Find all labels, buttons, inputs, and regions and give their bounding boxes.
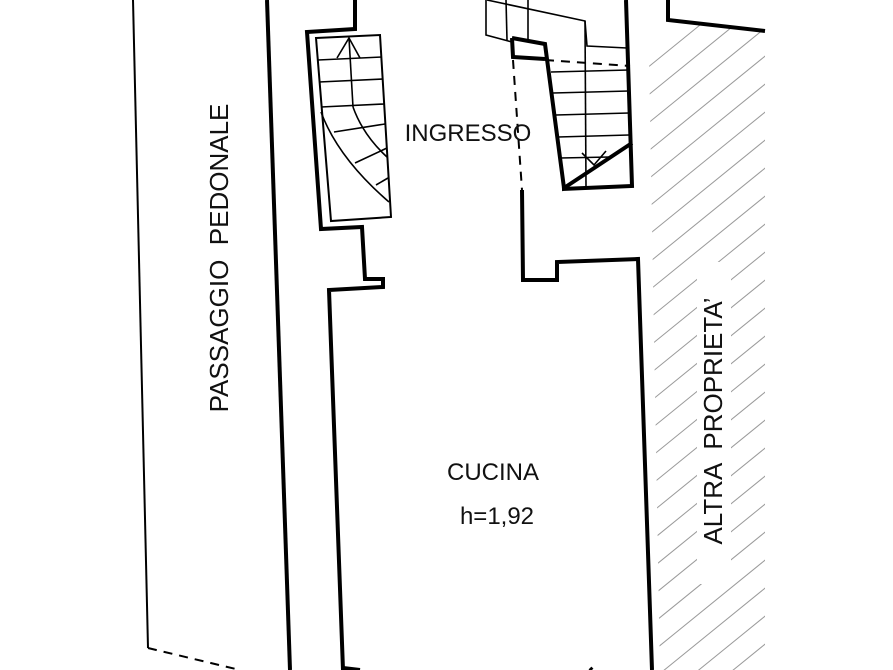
area-label-neighbor: ALTRA PROPRIETA’: [698, 297, 728, 544]
passage-boundary: [132, 0, 292, 670]
area-label-passage: PASSAGGIO PEDONALE: [204, 104, 234, 413]
room-label-cucina: CUCINA: [447, 459, 539, 486]
staircase-left: [314, 33, 393, 223]
entrance-wall-left: [304, 0, 385, 670]
room-label-ingresso: INGRESSO: [405, 120, 532, 147]
room-height-note: h=1,92: [460, 503, 534, 530]
entrance-wall-right: [520, 0, 766, 670]
staircase-right: [485, 0, 634, 192]
neighbor-label-mask: [697, 262, 731, 584]
